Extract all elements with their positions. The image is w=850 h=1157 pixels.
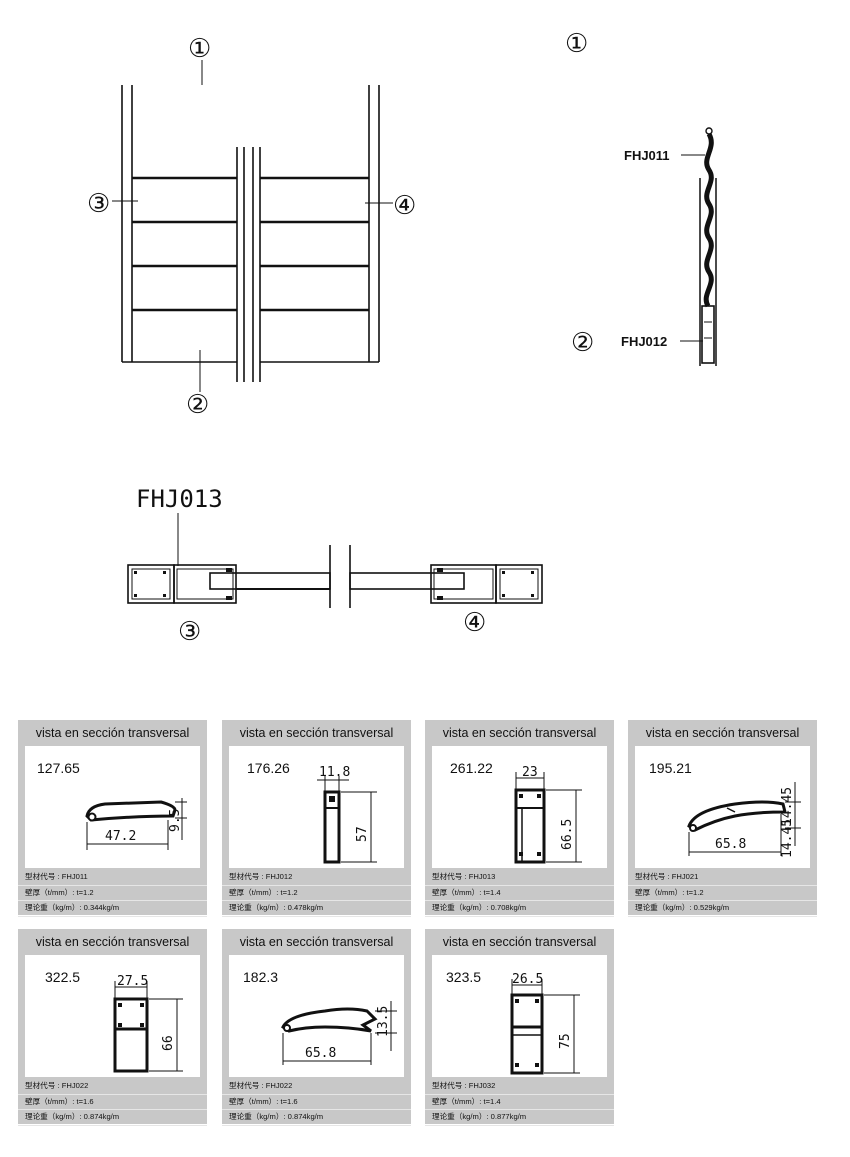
profile-drawing: 26.5 75 [510, 972, 580, 1075]
dim-height-lower: 14.45 [780, 819, 795, 858]
callout-4-left: ④ [393, 191, 416, 221]
dim-height: 66.5 [560, 819, 575, 850]
dim-height: 66 [161, 1035, 176, 1051]
dim-width: 47.2 [105, 829, 136, 844]
dim-height: 75 [558, 1033, 573, 1049]
card-thickness: 壁厚（t/mm）: t=1.4 [425, 886, 614, 901]
card-thickness: 壁厚（t/mm）: t=1.2 [18, 886, 207, 901]
card-header: vista en sección transversal [239, 935, 394, 949]
card-header: vista en sección transversal [442, 935, 597, 949]
dim-width: 26.5 [512, 972, 543, 987]
card-drawing-panel: 322.5 27.5 66 [25, 955, 200, 1077]
profile-card-fhj022-b: vista en sección transversal 182.3 65.8 … [222, 929, 411, 1126]
card-info: 型材代号 : FHJ011 壁厚（t/mm）: t=1.2 理论重（kg/m）:… [18, 870, 207, 917]
horizontal-section-drawing [127, 545, 543, 608]
profile-drawing: 65.8 13.5 [281, 1001, 397, 1065]
card-header: vista en sección transversal [35, 935, 190, 949]
profile-card-fhj022-a: vista en sección transversal 322.5 27.5 … [18, 929, 207, 1126]
callout-3-left: ③ [87, 189, 110, 219]
card-weight: 理论重（kg/m）: 0.529kg/m [628, 901, 817, 917]
card-weight: 理论重（kg/m）: 0.708kg/m [425, 901, 614, 917]
card-info: 型材代号 : FHJ022 壁厚（t/mm）: t=1.6 理论重（kg/m）:… [222, 1079, 411, 1126]
card-number: 127.65 [37, 760, 80, 776]
card-drawing-panel: 182.3 65.8 13.5 [229, 955, 404, 1077]
card-header: vista en sección transversal [645, 726, 800, 740]
dim-height: 9.5 [168, 809, 183, 832]
profile-card-fhj021: vista en sección transversal 195.21 65.8… [628, 720, 817, 917]
card-thickness: 壁厚（t/mm）: t=1.4 [425, 1095, 614, 1110]
card-header: vista en sección transversal [442, 726, 597, 740]
card-model: 型材代号 : FHJ021 [628, 870, 817, 886]
card-drawing-panel: 127.65 47.2 9.5 [25, 746, 200, 868]
card-model: 型材代号 : FHJ011 [18, 870, 207, 886]
card-header: vista en sección transversal [35, 726, 190, 740]
card-model: 型材代号 : FHJ032 [425, 1079, 614, 1095]
callout-2-left: ② [186, 390, 209, 420]
card-thickness: 壁厚（t/mm）: t=1.2 [222, 886, 411, 901]
dim-height: 13.5 [376, 1006, 391, 1037]
side-section-drawing [680, 127, 717, 366]
callout-1-left: ① [188, 34, 211, 64]
card-weight: 理论重（kg/m）: 0.874kg/m [18, 1110, 207, 1126]
card-weight: 理论重（kg/m）: 0.877kg/m [425, 1110, 614, 1126]
card-model: 型材代号 : FHJ022 [222, 1079, 411, 1095]
card-model: 型材代号 : FHJ013 [425, 870, 614, 886]
card-thickness: 壁厚（t/mm）: t=1.2 [628, 886, 817, 901]
profile-card-fhj032: vista en sección transversal 323.5 26.5 … [425, 929, 614, 1126]
card-drawing-panel: 176.26 11.8 57 [229, 746, 404, 868]
card-info: 型材代号 : FHJ012 壁厚（t/mm）: t=1.2 理论重（kg/m）:… [222, 870, 411, 917]
dim-height-upper: 14.45 [780, 787, 795, 826]
card-info: 型材代号 : FHJ022 壁厚（t/mm）: t=1.6 理论重（kg/m）:… [18, 1079, 207, 1126]
assembly-drawings: ① ③ ④ ② ① ② FHJ011 FHJ012 FHJ013 [87, 29, 717, 647]
dim-width: 27.5 [117, 974, 148, 989]
card-number: 182.3 [243, 969, 279, 985]
dim-width: 23 [522, 765, 538, 780]
card-number: 261.22 [450, 760, 493, 776]
callout-1-right: ① [565, 29, 588, 59]
card-model: 型材代号 : FHJ022 [18, 1079, 207, 1095]
side-label-fhj012: FHJ012 [621, 334, 667, 349]
card-number: 323.5 [446, 969, 482, 985]
card-drawing-panel: 195.21 65.8 14.45 14.45 [635, 746, 810, 868]
callout-4-bottom: ④ [463, 608, 486, 638]
card-info: 型材代号 : FHJ013 壁厚（t/mm）: t=1.4 理论重（kg/m）:… [425, 870, 614, 917]
dim-width: 65.8 [305, 1046, 336, 1061]
card-drawing-panel: 323.5 26.5 75 [432, 955, 607, 1077]
profile-card-fhj012: vista en sección transversal 176.26 11.8… [222, 720, 411, 917]
profile-drawing: 11.8 57 [317, 765, 377, 864]
card-weight: 理论重（kg/m）: 0.478kg/m [222, 901, 411, 917]
profile-drawing: 47.2 9.5 [85, 798, 187, 850]
dim-height: 57 [355, 826, 370, 842]
card-weight: 理论重（kg/m）: 0.874kg/m [222, 1110, 411, 1126]
profile-card-fhj013: vista en sección transversal 261.22 23 6… [425, 720, 614, 917]
card-model: 型材代号 : FHJ012 [222, 870, 411, 886]
section-title-fhj013: FHJ013 [136, 485, 223, 513]
callout-2-right: ② [571, 328, 594, 358]
card-number: 176.26 [247, 760, 290, 776]
card-number: 195.21 [649, 760, 692, 776]
profile-drawing: 65.8 14.45 14.45 [687, 782, 801, 858]
card-thickness: 壁厚（t/mm）: t=1.6 [18, 1095, 207, 1110]
card-info: 型材代号 : FHJ032 壁厚（t/mm）: t=1.4 理论重（kg/m）:… [425, 1079, 614, 1126]
side-label-fhj011: FHJ011 [624, 148, 670, 163]
callout-3-bottom: ③ [178, 617, 201, 647]
card-drawing-panel: 261.22 23 66.5 [432, 746, 607, 868]
profile-drawing: 23 66.5 [514, 765, 582, 864]
profile-drawing: 27.5 66 [113, 974, 183, 1073]
profile-card-fhj011: vista en sección transversal 127.65 47.2… [18, 720, 207, 917]
card-number: 322.5 [45, 969, 81, 985]
dim-width: 11.8 [319, 765, 350, 780]
card-thickness: 壁厚（t/mm）: t=1.6 [222, 1095, 411, 1110]
card-weight: 理论重（kg/m）: 0.344kg/m [18, 901, 207, 917]
dim-width: 65.8 [715, 837, 746, 852]
card-info: 型材代号 : FHJ021 壁厚（t/mm）: t=1.2 理论重（kg/m）:… [628, 870, 817, 917]
card-header: vista en sección transversal [239, 726, 394, 740]
